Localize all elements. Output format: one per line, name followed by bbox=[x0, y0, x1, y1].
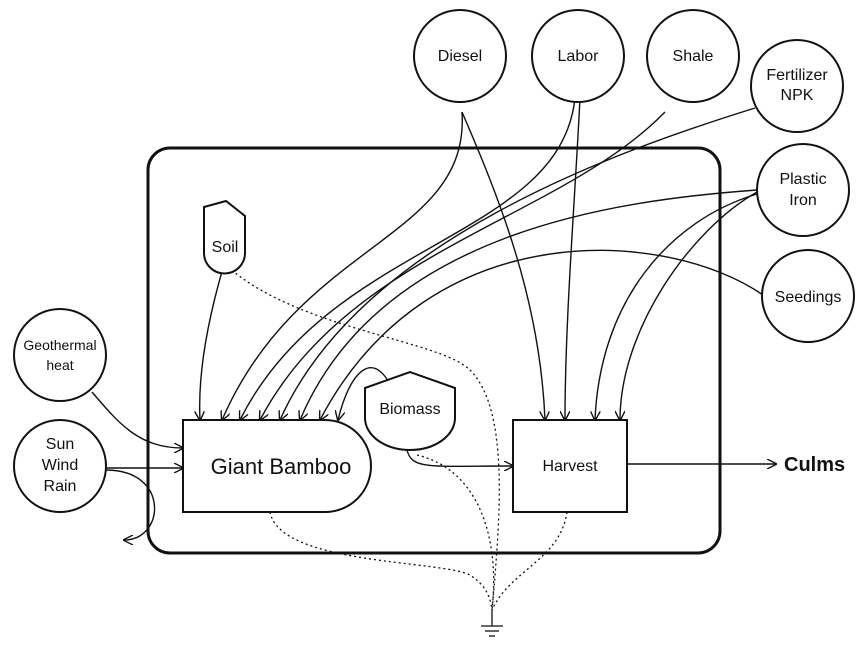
source-sun-label-line1: Sun bbox=[46, 436, 74, 453]
source-geothermal-label-line1: Geothermal bbox=[23, 337, 96, 353]
heat-sink-lines bbox=[227, 266, 568, 611]
bamboo-input-flows bbox=[200, 97, 764, 420]
biomass-to-harvest-flow bbox=[406, 449, 513, 466]
storage-soil: Soil bbox=[203, 199, 246, 275]
process-harvest-label: Harvest bbox=[542, 458, 598, 475]
harvest-input-flows bbox=[461, 97, 758, 420]
source-fertilizer-label-line2: NPK bbox=[781, 87, 814, 104]
system-boundary bbox=[146, 146, 722, 555]
source-diesel-label: Diesel bbox=[438, 48, 482, 65]
process-harvest: Harvest bbox=[512, 419, 628, 513]
left-source-flows bbox=[91, 391, 183, 540]
source-seedings-label: Seedings bbox=[775, 289, 842, 306]
storage-biomass: Biomass bbox=[364, 370, 456, 451]
source-diesel: Diesel bbox=[413, 9, 507, 103]
source-geothermal-label-line2: heat bbox=[46, 357, 73, 373]
source-sun-wind-rain: Sun Wind Rain bbox=[13, 419, 107, 513]
source-labor: Labor bbox=[531, 9, 625, 103]
process-giant-bamboo: Giant Bamboo bbox=[182, 419, 372, 513]
source-seedings: Seedings bbox=[761, 249, 855, 343]
storage-biomass-label: Biomass bbox=[379, 401, 440, 418]
storage-soil-label: Soil bbox=[212, 239, 239, 256]
source-labor-label: Labor bbox=[558, 48, 600, 65]
source-sun-label-line3: Rain bbox=[44, 478, 77, 495]
source-fertilizer: Fertilizer NPK bbox=[750, 39, 844, 133]
heat-sink-icon bbox=[481, 610, 503, 637]
source-plastic-label-line2: Iron bbox=[789, 192, 817, 209]
source-shale: Shale bbox=[646, 9, 740, 103]
source-plastic-iron: Plastic Iron bbox=[756, 143, 850, 237]
output-culms-label: Culms bbox=[784, 454, 845, 476]
source-geothermal: Geothermal heat bbox=[13, 308, 107, 402]
source-plastic-label-line1: Plastic bbox=[779, 171, 826, 188]
process-giant-bamboo-label: Giant Bamboo bbox=[211, 454, 352, 479]
source-shale-label: Shale bbox=[673, 48, 714, 65]
source-sun-label-line2: Wind bbox=[42, 457, 78, 474]
source-fertilizer-label-line1: Fertilizer bbox=[766, 67, 828, 84]
